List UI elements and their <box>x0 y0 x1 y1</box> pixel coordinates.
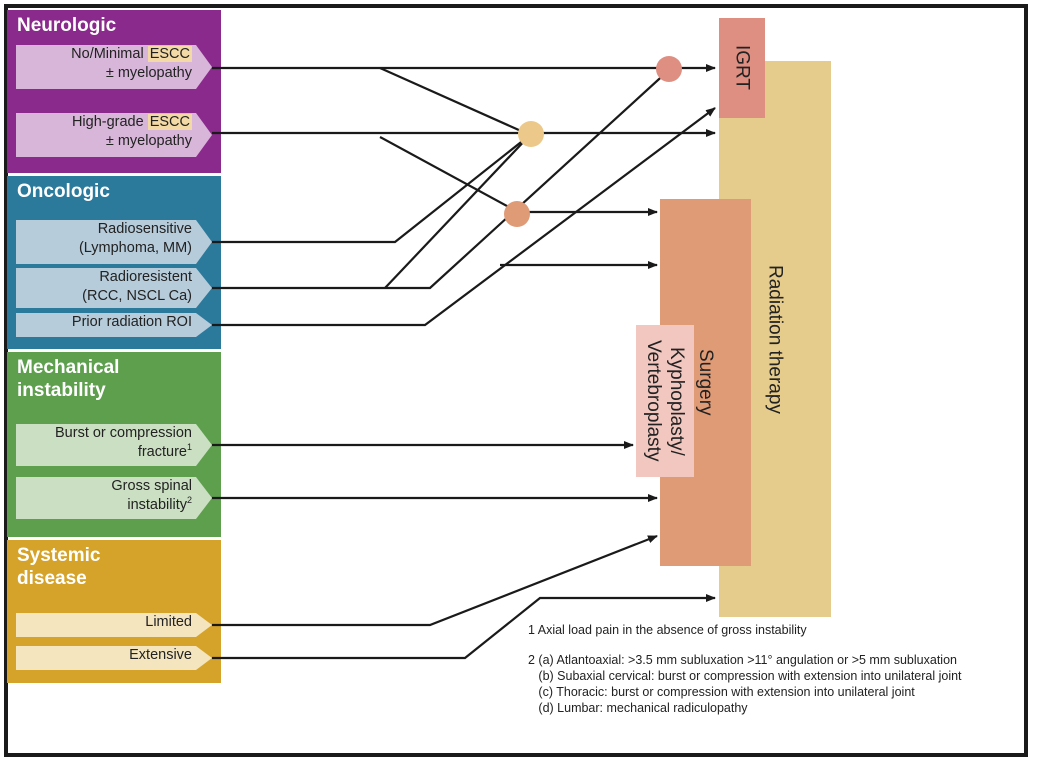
footnote-ref: 2 <box>186 495 192 506</box>
escc-highlight: ESCC <box>147 114 192 130</box>
criterion-radioresistent: Radioresistent (RCC, NSCL Ca) <box>16 268 196 308</box>
section-title-mechanical-instability: Mechanical instability <box>17 357 120 401</box>
criterion-label: Extensive <box>129 647 192 663</box>
footnote-2a: 2 (a) Atlantoaxial: >3.5 mm subluxation … <box>528 653 957 667</box>
criterion-label: Radiosensitive <box>97 221 192 237</box>
criterion-burst-compression: Burst or compression fracture1 <box>16 424 196 466</box>
criterion-limited: Limited <box>16 613 196 637</box>
kyphoplasty-vertebroplasty-label: Kyphoplasty/ Vertebroplasty <box>643 340 687 462</box>
criterion-prior-radiation: Prior radiation ROI <box>16 313 196 337</box>
criterion-label: No/Minimal <box>71 46 148 62</box>
criterion-extensive: Extensive <box>16 646 196 670</box>
criterion-gross-instability: Gross spinal instability2 <box>16 477 196 519</box>
arrow-radiosensitive-to-rt <box>212 134 531 244</box>
criterion-label: Radioresistent <box>99 269 192 285</box>
footnote-2d: (d) Lumbar: mechanical radiculopathy <box>528 701 748 715</box>
criterion-no-minimal-escc: No/Minimal ESCC ± myelopathy <box>16 45 196 89</box>
escc-highlight: ESCC <box>147 46 192 62</box>
footnote-2b: (b) Subaxial cervical: burst or compress… <box>528 669 962 683</box>
section-title-neurologic: Neurologic <box>17 15 117 36</box>
arrow-nominal-to-junction <box>379 66 531 137</box>
criterion-label: (RCC, NSCL Ca) <box>82 288 192 304</box>
kyphoplasty-vertebroplasty-block: Kyphoplasty/ Vertebroplasty <box>636 325 694 477</box>
junction-igrt <box>656 56 682 82</box>
criterion-label: ± myelopathy <box>105 133 192 149</box>
footnote-2c: (c) Thoracic: burst or compression with … <box>528 685 915 699</box>
arrow-limited-to-surgery <box>212 534 658 627</box>
criterion-label: ± myelopathy <box>105 65 192 81</box>
section-title-systemic-disease: Systemic disease <box>17 545 101 589</box>
criterion-label: Gross spinal <box>111 478 192 494</box>
arrow-radioresistent-junction <box>384 134 531 289</box>
radiation-therapy-label: Radiation therapy <box>764 264 786 414</box>
criterion-label: Limited <box>145 614 192 630</box>
igrt-block: IGRT <box>719 18 765 118</box>
arrow-extensive-to-rt <box>212 594 716 660</box>
criterion-label: instability <box>127 497 187 513</box>
criterion-high-grade-escc: High-grade ESCC ± myelopathy <box>16 113 196 157</box>
arrow-prior-radiation-to-igrt <box>212 107 716 327</box>
criterion-label: fracture <box>137 444 187 460</box>
diagram-frame <box>4 4 1028 757</box>
footnotes: 1 Axial load pain in the absence of gros… <box>528 622 962 716</box>
criterion-label: Burst or compression <box>55 425 192 441</box>
junction-surgery <box>504 201 530 227</box>
criterion-label: (Lymphoma, MM) <box>78 240 192 256</box>
footnote-ref: 1 <box>186 442 192 453</box>
junction-rt <box>518 121 544 147</box>
criterion-label: Prior radiation ROI <box>71 314 192 330</box>
igrt-label: IGRT <box>731 45 753 91</box>
footnote-1: 1 Axial load pain in the absence of gros… <box>528 623 807 637</box>
criterion-radiosensitive: Radiosensitive (Lymphoma, MM) <box>16 220 196 264</box>
arrow-radioresistent-to-igrt <box>212 69 670 290</box>
surgery-label: Surgery <box>695 349 716 416</box>
criterion-label: High-grade <box>71 114 148 130</box>
section-title-oncologic: Oncologic <box>17 181 110 202</box>
